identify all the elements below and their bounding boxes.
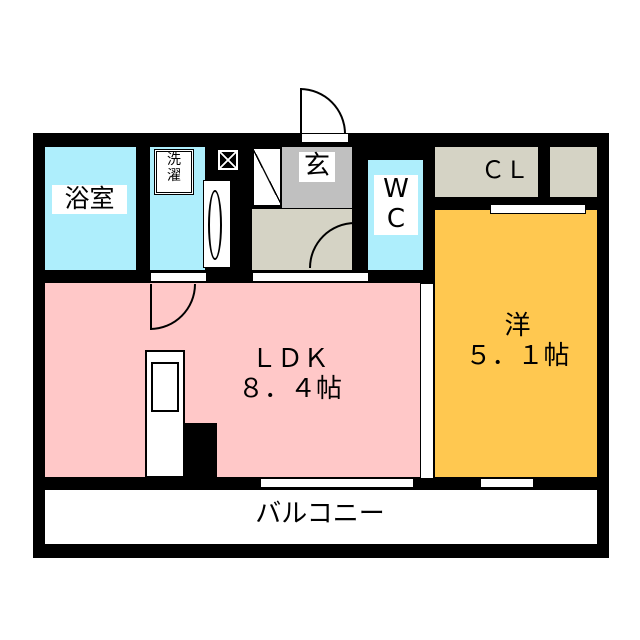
- western-room-label: 洋 ５．１帖: [465, 311, 570, 371]
- window-ldk[interactable]: [260, 478, 414, 488]
- hall-opening: [252, 272, 369, 282]
- entrance-label: 玄: [299, 151, 335, 182]
- ldk: [45, 283, 420, 477]
- pipe-space-icon: [218, 150, 238, 170]
- closet: [435, 147, 538, 197]
- sink-bowl-icon: [208, 190, 222, 260]
- front-door-frame: [301, 133, 349, 143]
- front-door[interactable]: [300, 88, 346, 134]
- western-room: [435, 210, 597, 477]
- closet-right: [550, 147, 597, 197]
- kitchen-sink: [151, 362, 179, 412]
- closet-door[interactable]: [490, 204, 586, 214]
- washer-label: 洗 濯: [154, 149, 194, 195]
- window-western[interactable]: [480, 478, 534, 488]
- closet-label: ＣＬ: [481, 156, 529, 184]
- wc-label: W C: [374, 174, 418, 235]
- balcony-label: バルコニー: [230, 499, 410, 530]
- sliding-door[interactable]: [420, 283, 434, 479]
- interior-openings: [150, 272, 207, 282]
- ldk-label: ＬＤＫ ８．４帖: [237, 344, 342, 404]
- shoe-box: [253, 148, 281, 206]
- stove-icon: [183, 423, 217, 478]
- bathroom-label: 浴室: [52, 184, 127, 214]
